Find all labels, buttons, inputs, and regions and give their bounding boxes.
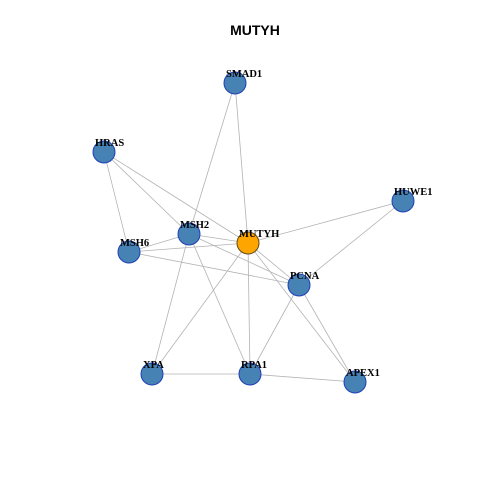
edge-huwe1-mutyh: [247, 200, 404, 244]
node-pcna: [287, 273, 311, 297]
node-huwe1: [391, 189, 415, 213]
node-rpa1: [238, 362, 262, 386]
node-label-smad1: SMAD1: [226, 69, 262, 80]
node-apex1: [343, 370, 367, 394]
edge-hras-mutyh: [103, 151, 249, 244]
diagram-title: MUTYH: [230, 22, 280, 38]
node-hras: [92, 140, 116, 164]
edge-huwe1-pcna: [298, 200, 404, 286]
node-label-msh6: MSH6: [120, 238, 149, 249]
node-msh6: [117, 240, 141, 264]
edge-mutyh-rpa1: [247, 242, 251, 375]
edge-mutyh-xpa: [151, 242, 249, 375]
edge-hras-msh2: [103, 151, 190, 235]
node-label-huwe1: HUWE1: [394, 187, 433, 198]
edge-rpa1-apex1: [249, 373, 356, 383]
edge-smad1-mutyh: [234, 82, 249, 244]
node-label-mutyh: MUTYH: [239, 229, 279, 240]
edge-hras-msh6: [103, 151, 130, 253]
node-mutyh: [236, 231, 260, 255]
edge-mutyh-apex1: [247, 242, 356, 383]
node-label-pcna: PCNA: [290, 271, 320, 282]
node-xpa: [140, 362, 164, 386]
node-msh2: [177, 222, 201, 246]
edge-mutyh-msh6: [128, 242, 249, 253]
node-smad1: [223, 71, 247, 95]
node-label-apex1: APEX1: [346, 368, 380, 379]
edge-msh6-pcna: [128, 251, 300, 286]
node-label-rpa1: RPA1: [241, 360, 267, 371]
edge-pcna-apex1: [298, 284, 356, 383]
node-label-hras: HRAS: [95, 138, 124, 149]
node-layer: [92, 71, 415, 394]
edge-msh2-xpa: [151, 233, 190, 375]
edge-pcna-rpa1: [249, 284, 300, 375]
node-label-msh2: MSH2: [180, 220, 209, 231]
node-label-xpa: XPA: [143, 360, 164, 371]
edge-msh2-pcna: [188, 233, 300, 286]
edge-msh2-rpa1: [188, 233, 251, 375]
edge-smad1-msh2: [188, 82, 236, 235]
